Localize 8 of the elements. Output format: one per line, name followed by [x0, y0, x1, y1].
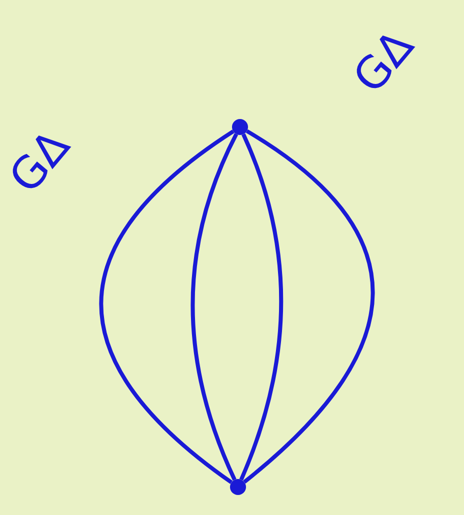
- graph-edge: [99, 130, 234, 484]
- graph-vertex: [232, 119, 248, 135]
- graph-edge: [242, 129, 375, 484]
- handwritten-label: GΔ: [2, 123, 78, 201]
- handwritten-label: GΔ: [346, 23, 422, 101]
- graph-edge: [190, 133, 238, 481]
- graph-vertex: [230, 479, 246, 495]
- graph-edge: [239, 133, 284, 480]
